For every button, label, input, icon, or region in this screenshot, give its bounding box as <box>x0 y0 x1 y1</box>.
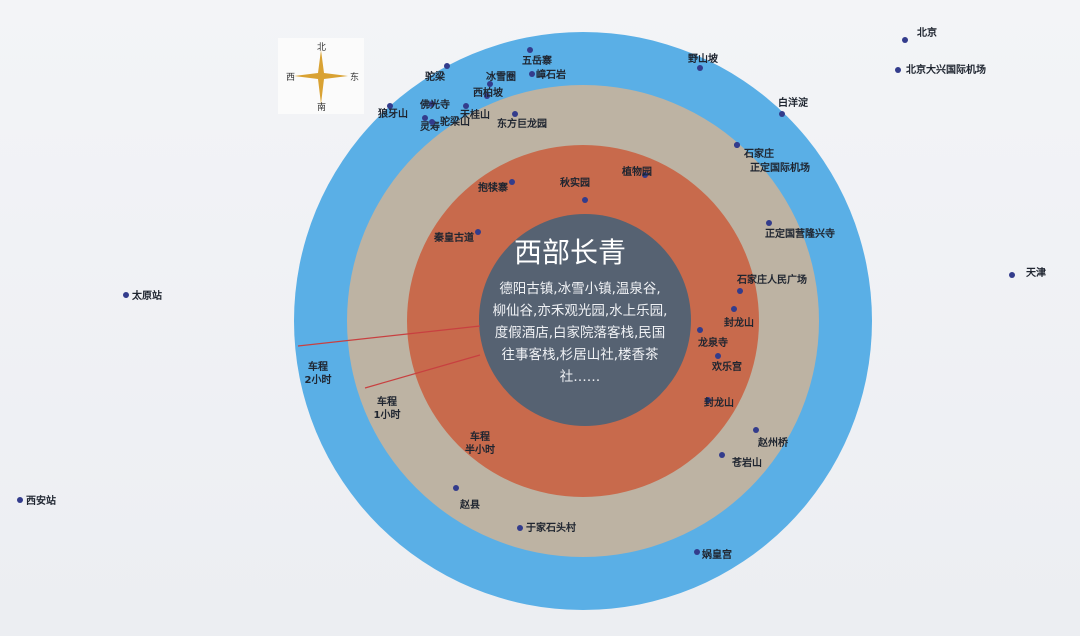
ring-label-outer: 2小时 <box>305 373 332 386</box>
place-marker[interactable] <box>705 397 711 403</box>
place-marker[interactable] <box>895 67 901 73</box>
place-label: 东方巨龙园 <box>497 117 547 130</box>
ring-label-middle: 1小时 <box>374 408 401 421</box>
place-label: 驼梁山 <box>440 115 470 128</box>
place-label: 封龙山 <box>704 396 734 409</box>
place-label: 于家石头村 <box>526 521 576 534</box>
place-label: 石家庄 <box>743 147 774 160</box>
place-marker[interactable] <box>737 288 743 294</box>
place-label: 娲皇宫 <box>701 548 732 561</box>
place-marker[interactable] <box>766 220 772 226</box>
place-marker[interactable] <box>453 485 459 491</box>
place-marker[interactable] <box>779 111 785 117</box>
place-marker[interactable] <box>422 115 428 121</box>
ring-label-outer: 车程 <box>308 360 328 373</box>
place-marker[interactable] <box>429 119 435 125</box>
place-marker[interactable] <box>512 111 518 117</box>
place-marker[interactable] <box>475 229 481 235</box>
place-label: 北京大兴国际机场 <box>906 63 986 76</box>
place-label: 北京 <box>917 26 937 39</box>
core-circle <box>479 214 691 426</box>
place-label: 灵寿 <box>420 120 440 133</box>
compass-east: 东 <box>350 73 360 83</box>
ring-label-inner: 车程 <box>470 430 490 443</box>
compass-north: 北 <box>317 43 327 53</box>
place-label: 欢乐宫 <box>711 360 742 373</box>
place-marker[interactable] <box>509 179 515 185</box>
center-description-line: 柳仙谷,亦禾观光园,水上乐园, <box>493 303 668 319</box>
place-label: 五岳寨 <box>522 54 552 67</box>
place-label: 狼牙山 <box>377 107 408 120</box>
place-label: 秋实园 <box>560 176 590 189</box>
compass-south: 南 <box>317 103 327 113</box>
place-label: 正定国际机场 <box>750 161 810 174</box>
star-icon <box>294 50 348 104</box>
place-marker[interactable] <box>463 103 469 109</box>
ring-label-inner: 半小时 <box>465 443 495 456</box>
place-label: 封龙山 <box>724 316 754 329</box>
place-label: 佛光寺 <box>419 98 450 111</box>
place-marker[interactable] <box>429 101 435 107</box>
place-marker[interactable] <box>529 71 535 77</box>
ring-label-middle: 车程 <box>377 395 397 408</box>
compass-west: 西 <box>286 73 296 83</box>
place-marker[interactable] <box>642 172 648 178</box>
place-label: 天津 <box>1026 266 1046 279</box>
center-description-line: 往事客栈,杉居山社,楼香茶 <box>501 346 659 363</box>
place-marker[interactable] <box>123 292 129 298</box>
place-marker[interactable] <box>715 353 721 359</box>
place-label: 正定国营隆兴寺 <box>765 227 835 240</box>
place-marker[interactable] <box>902 37 908 43</box>
place-marker[interactable] <box>734 142 740 148</box>
place-label: 白洋淀 <box>778 96 809 109</box>
place-label: 石家庄人民广场 <box>736 273 807 286</box>
place-marker[interactable] <box>17 497 23 503</box>
place-label: 秦皇古道 <box>433 231 474 244</box>
place-marker[interactable] <box>582 197 588 203</box>
place-marker[interactable] <box>753 427 759 433</box>
place-marker[interactable] <box>719 452 725 458</box>
arrow-1h <box>364 354 481 389</box>
center-description-line: 度假酒店,白家院落客栈,民国 <box>495 324 666 341</box>
place-label: 抱犊寨 <box>478 181 508 194</box>
place-marker[interactable] <box>731 306 737 312</box>
place-marker[interactable] <box>694 549 700 555</box>
place-label: 冰雪圈 <box>486 70 516 83</box>
arrow-2h <box>297 325 481 347</box>
place-label: 天桂山 <box>460 108 490 121</box>
place-marker[interactable] <box>517 525 523 531</box>
place-label: 龙泉寺 <box>697 336 728 349</box>
place-label: 太原站 <box>131 289 162 302</box>
place-marker[interactable] <box>697 65 703 71</box>
center-title: 西部长青 <box>514 236 626 269</box>
place-marker[interactable] <box>1009 272 1015 278</box>
place-marker[interactable] <box>387 103 393 109</box>
place-label: 植物园 <box>621 165 652 178</box>
place-marker[interactable] <box>697 327 703 333</box>
place-label: 嶂石岩 <box>536 68 566 81</box>
compass-rose: 北 南 西 东 <box>278 38 364 114</box>
center-description-line: 德阳古镇,冰雪小镇,温泉谷, <box>499 280 660 297</box>
place-marker[interactable] <box>527 47 533 53</box>
place-marker[interactable] <box>444 63 450 69</box>
place-label: 驼梁 <box>425 70 446 83</box>
place-label: 赵县 <box>459 498 480 511</box>
place-label: 西安站 <box>26 494 56 507</box>
place-label: 西柏坡 <box>473 86 504 99</box>
place-label: 野山坡 <box>688 52 719 65</box>
place-marker[interactable] <box>484 93 490 99</box>
place-label: 赵州桥 <box>757 436 789 449</box>
center-description-line: 社…… <box>560 369 601 385</box>
place-label: 苍岩山 <box>731 456 762 469</box>
place-marker[interactable] <box>487 81 493 87</box>
